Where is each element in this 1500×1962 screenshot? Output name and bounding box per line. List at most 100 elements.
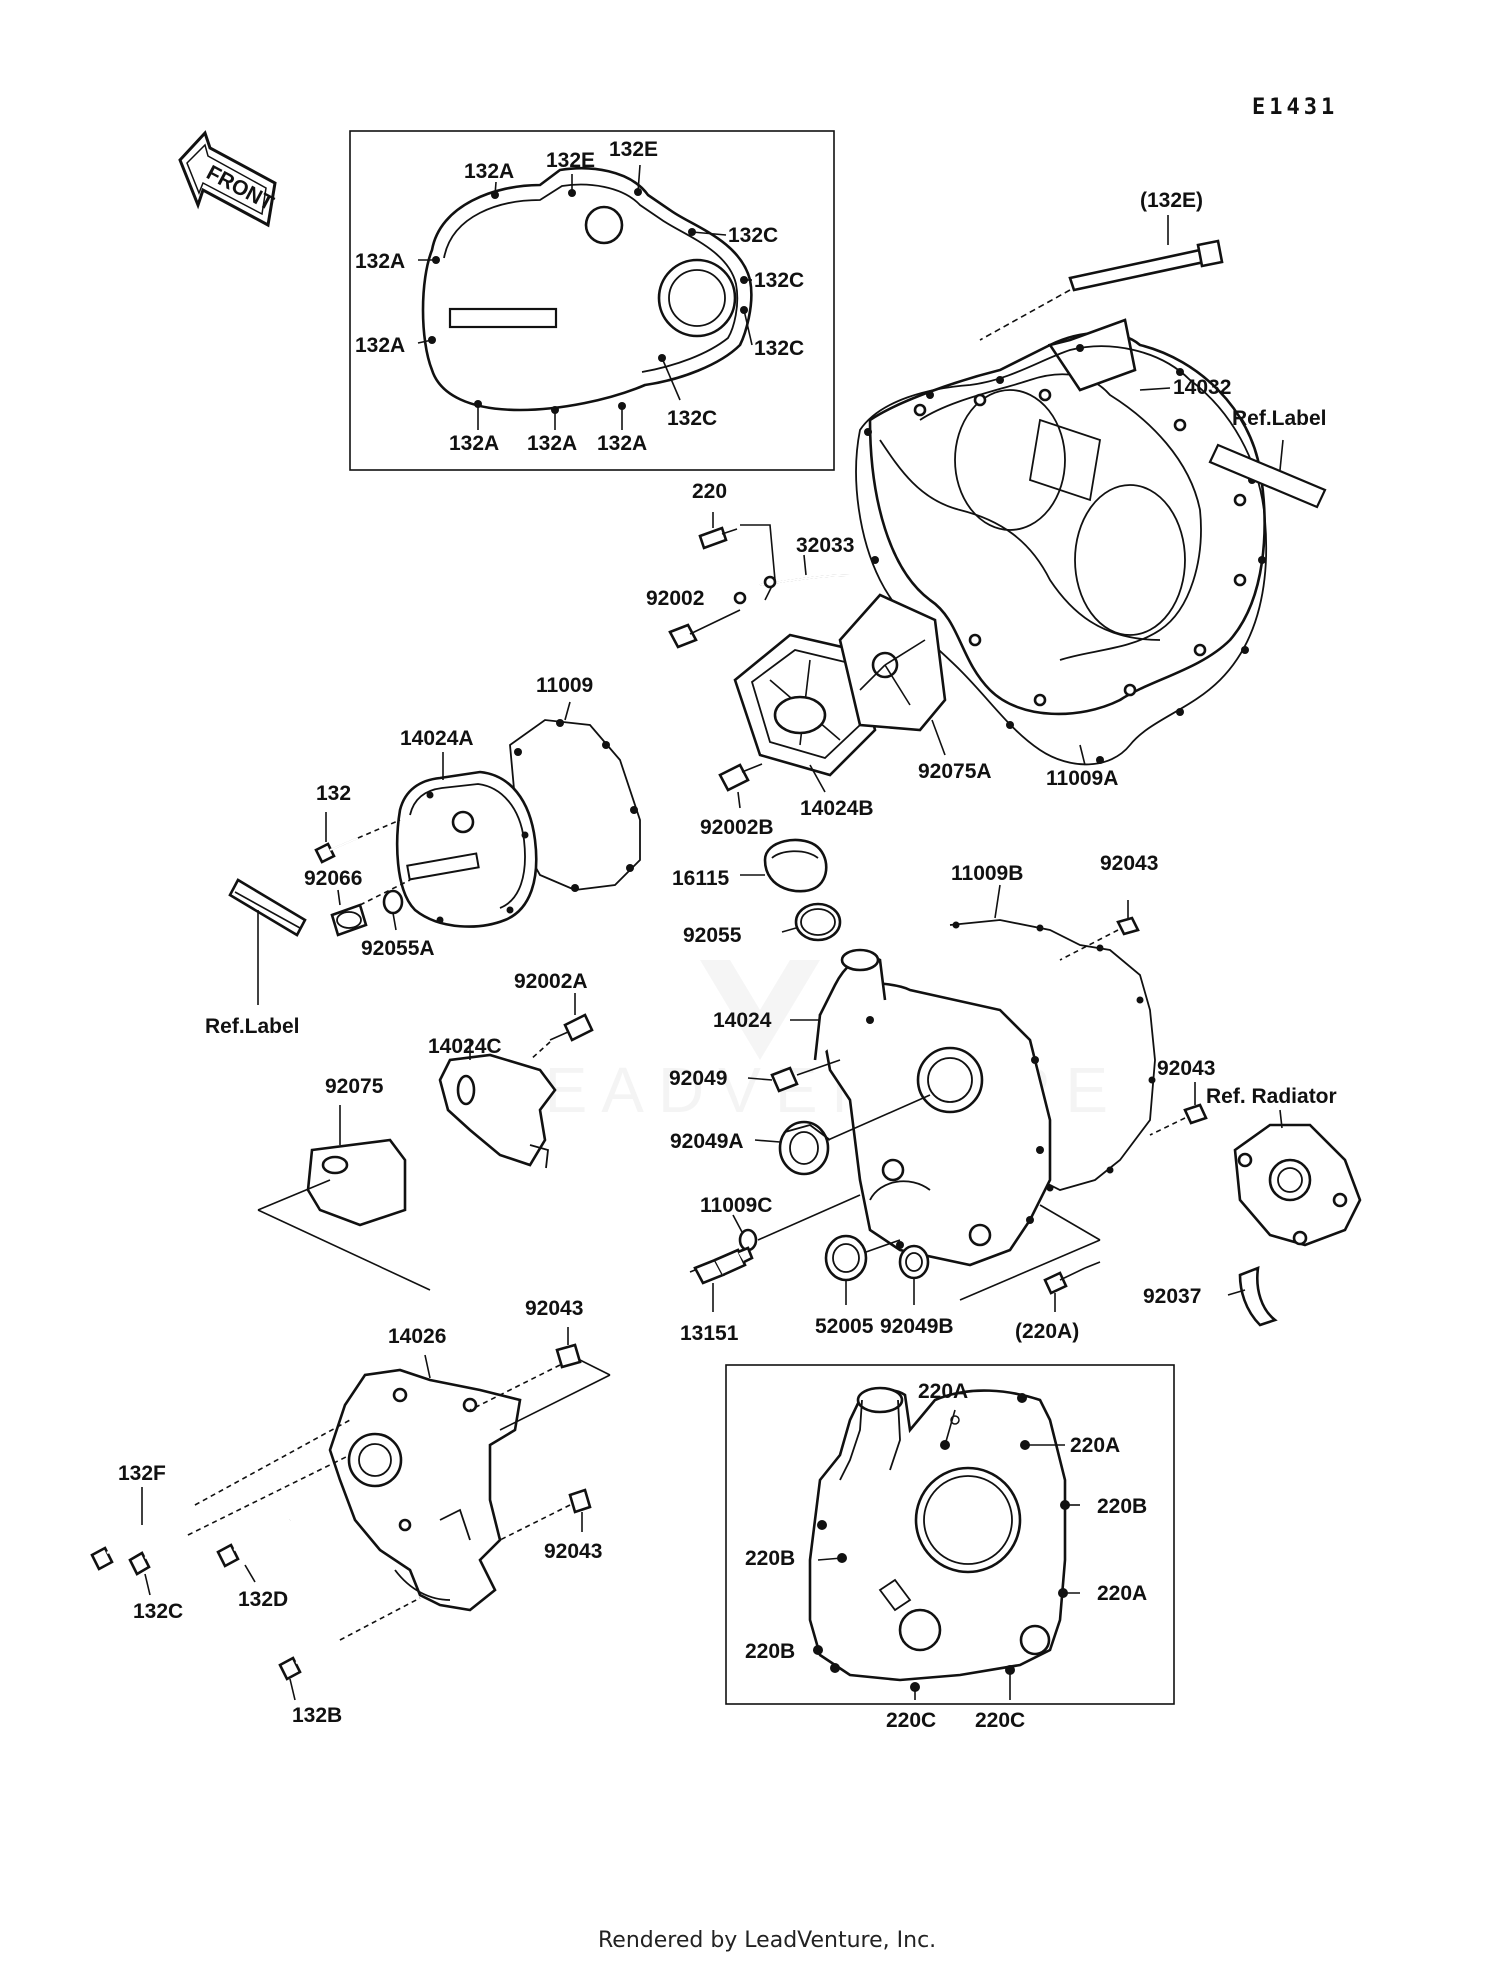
label-16115: 16115 xyxy=(672,867,730,890)
label-220c: 220C xyxy=(975,1709,1025,1732)
dowel-92043 xyxy=(499,1488,592,1541)
label-11009a: 11009A xyxy=(1046,767,1118,790)
bolt-132f xyxy=(90,1419,351,1571)
diagram-code: E1431 xyxy=(1252,95,1338,120)
label-132c: 132C xyxy=(667,407,717,430)
clutch-cover-14032 xyxy=(868,318,1266,716)
label-220a-ref: (220A) xyxy=(1015,1320,1079,1343)
cover-14026 xyxy=(328,1354,522,1612)
label-ref-label: Ref.Label xyxy=(205,1015,300,1038)
label-92055: 92055 xyxy=(683,924,742,947)
label-14024b: 14024B xyxy=(800,797,874,820)
label-220: 220 xyxy=(692,480,727,503)
label-220b: 220B xyxy=(1097,1495,1147,1518)
label-92049a: 92049A xyxy=(670,1130,744,1153)
bushing-52005 xyxy=(824,1234,901,1305)
plug-92066 xyxy=(330,879,411,937)
label-ref-label: Ref.Label xyxy=(1232,407,1327,430)
label-92049: 92049 xyxy=(669,1067,727,1090)
label-ref-radiator: Ref. Radiator xyxy=(1206,1085,1337,1108)
inset-cover-bolts xyxy=(725,1364,1175,1705)
label-220c: 220C xyxy=(886,1709,936,1732)
label-92075a: 92075A xyxy=(918,760,992,783)
label-132: 132 xyxy=(316,782,351,805)
pad-92075 xyxy=(257,1105,431,1291)
gasket-11009b xyxy=(949,884,1156,1192)
cover-14024a xyxy=(395,752,538,928)
bolt-132b xyxy=(278,1597,421,1701)
bolt-132d xyxy=(216,1518,291,1583)
label-132a: 132A xyxy=(464,160,514,183)
cover-92075a xyxy=(838,593,947,756)
label-52005: 52005 xyxy=(815,1315,874,1338)
seal-92049 xyxy=(747,1059,841,1093)
cap-16115 xyxy=(740,838,828,893)
label-92066: 92066 xyxy=(304,867,362,890)
ref-label-strip xyxy=(228,878,307,1005)
label-132a: 132A xyxy=(527,432,577,455)
label-132a: 132A xyxy=(597,432,647,455)
label-92002: 92002 xyxy=(646,587,704,610)
label-32033: 32033 xyxy=(796,534,854,557)
label-220a: 220A xyxy=(1070,1434,1120,1457)
label-92037: 92037 xyxy=(1143,1285,1201,1308)
hose-assembly xyxy=(668,512,851,649)
label-14024a: 14024A xyxy=(400,727,474,750)
label-92075: 92075 xyxy=(325,1075,384,1098)
bracket-14024c xyxy=(438,1040,557,1169)
label-14026: 14026 xyxy=(388,1325,446,1348)
screw-92002b xyxy=(718,763,826,809)
label-132a: 132A xyxy=(449,432,499,455)
label-132b: 132B xyxy=(292,1704,342,1727)
label-92002a: 92002A xyxy=(514,970,588,993)
label-220b: 220B xyxy=(745,1640,795,1663)
label-132d: 132D xyxy=(238,1588,288,1611)
label-132c: 132C xyxy=(133,1600,183,1623)
label-92043: 92043 xyxy=(1100,852,1158,875)
inset-clutch-cover-bolts xyxy=(349,130,835,471)
switch-13151 xyxy=(689,1246,754,1312)
label-92043: 92043 xyxy=(544,1540,602,1563)
label-220b: 220B xyxy=(745,1547,795,1570)
screw-92002a xyxy=(529,993,594,1061)
label-132e: 132E xyxy=(546,149,595,172)
footer-credit: Rendered by LeadVenture, Inc. xyxy=(598,1928,936,1953)
label-92055a: 92055A xyxy=(361,937,435,960)
bolt-132 xyxy=(314,812,401,864)
bolt-132e xyxy=(979,215,1224,341)
cover-14024b xyxy=(733,633,877,777)
bolt-132c xyxy=(128,1454,351,1596)
label-11009c: 11009C xyxy=(700,1194,772,1217)
seal-92049a xyxy=(754,1094,931,1176)
dowel-92043 xyxy=(1149,1082,1208,1136)
label-92049b: 92049B xyxy=(880,1315,954,1338)
label-132c: 132C xyxy=(728,224,778,247)
label-13151: 13151 xyxy=(680,1322,739,1345)
label-92043: 92043 xyxy=(525,1297,583,1320)
oring-92055 xyxy=(781,902,842,942)
label-11009b: 11009B xyxy=(951,862,1023,885)
screw-220a xyxy=(959,1204,1101,1312)
label-14024: 14024 xyxy=(713,1009,772,1032)
label-220a: 220A xyxy=(1097,1582,1147,1605)
label-132e-ref: (132E) xyxy=(1140,189,1203,212)
label-14024c: 14024C xyxy=(428,1035,502,1058)
cover-14024 xyxy=(790,948,1052,1267)
ref-label-strip xyxy=(1208,439,1327,509)
washer-11009c xyxy=(732,1194,861,1252)
label-132c: 132C xyxy=(754,269,804,292)
label-14032: 14032 xyxy=(1173,376,1231,399)
label-132e: 132E xyxy=(609,138,658,161)
front-arrow-icon: FRONT xyxy=(178,130,277,228)
dowel-92043 xyxy=(469,1327,611,1431)
label-132a: 132A xyxy=(355,250,405,273)
radiator-ref xyxy=(1227,1109,1362,1327)
dowel-92043 xyxy=(1059,900,1140,961)
label-132c: 132C xyxy=(754,337,804,360)
label-92043: 92043 xyxy=(1157,1057,1215,1080)
seal-92049b xyxy=(898,1244,930,1305)
label-132a: 132A xyxy=(355,334,405,357)
label-220a: 220A xyxy=(918,1380,968,1403)
label-11009: 11009 xyxy=(536,674,593,697)
